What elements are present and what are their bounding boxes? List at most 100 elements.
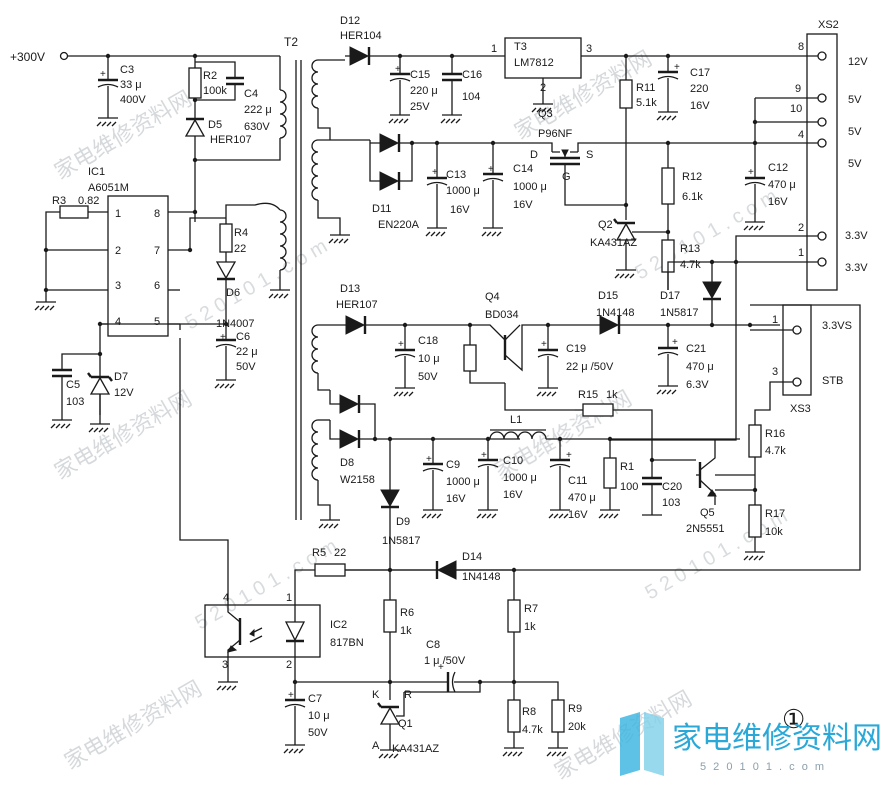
d9-ref: D9: [396, 516, 410, 528]
c17-voltage: 16V: [690, 100, 710, 112]
c11-voltage: 16V: [568, 509, 588, 521]
q1-r: R: [404, 689, 412, 701]
c19-ref: C19: [566, 343, 586, 355]
c17-value: 220: [690, 83, 708, 95]
aux-supply: R4 22 D6 1N4007 + C6 22 μ 50V: [214, 218, 258, 389]
c9-voltage: 16V: [446, 493, 466, 505]
xs2-pin-4: 4: [798, 129, 804, 141]
l1-symbol: [489, 431, 547, 440]
xs2-label-8: 12V: [848, 56, 868, 68]
ic2-pin4: 4: [223, 592, 229, 604]
r12-value: 6.1k: [682, 191, 703, 203]
r5-body: [314, 563, 346, 577]
ic2-part: 817BN: [330, 637, 364, 649]
r15-value: 1k: [606, 389, 618, 401]
c10-voltage: 16V: [503, 489, 523, 501]
q3-s: S: [586, 149, 593, 161]
r7-value: 1k: [524, 621, 536, 633]
c15-ref: C15: [410, 69, 430, 81]
c16-value: 104: [462, 91, 480, 103]
svg-text:+: +: [481, 450, 487, 461]
r8-ref: R8: [522, 706, 536, 718]
d17-ref: D17: [660, 290, 680, 302]
xs3-label-1: 3.3VS: [822, 320, 852, 332]
d11-ref: D11: [372, 203, 391, 215]
r12-body: [661, 167, 675, 205]
c18-value: 10 μ: [418, 353, 440, 365]
c4-value: 222 μ: [244, 104, 272, 116]
r2-ref: R2: [203, 70, 217, 82]
logo-url: 5 2 0 1 0 1 . c o m: [700, 761, 826, 773]
d7-part: 12V: [114, 387, 134, 399]
input-section: +300V + C3 33 μ 400V R2 100k C4 222 μ 63…: [10, 50, 281, 222]
c3-ref: C3: [120, 64, 134, 76]
r3-body: [59, 205, 89, 219]
l1-ref: L1: [510, 414, 522, 426]
q1-a: A: [372, 740, 380, 752]
svg-text:+: +: [398, 339, 404, 350]
svg-text:+: +: [395, 64, 401, 75]
ic1-part: A6051M: [88, 182, 129, 194]
r7-body: [507, 599, 521, 633]
c17-ref: C17: [690, 67, 710, 79]
d15-ref: D15: [598, 290, 618, 302]
c7-value: 10 μ: [308, 710, 330, 722]
d7-ref: D7: [114, 371, 128, 383]
c7-voltage: 50V: [308, 727, 328, 739]
d12-symbol: [349, 46, 370, 66]
q3-ref: Q3: [538, 108, 553, 120]
q5-ref: Q5: [700, 507, 715, 519]
q4-ref: Q4: [485, 291, 500, 303]
r17-value: 10k: [765, 526, 783, 538]
ic2-body: [204, 604, 321, 658]
q2-part: KA431AZ: [590, 237, 637, 249]
xs2-pin-1: 1: [798, 247, 804, 259]
r11-ref: R11: [636, 82, 655, 94]
r6-body: [383, 599, 397, 633]
c9-value: 1000 μ: [446, 476, 480, 488]
ic1-body: [107, 195, 169, 337]
q5-part: 2N5551: [686, 523, 725, 535]
xs2-label-1: 3.3V: [845, 262, 868, 274]
ic2-ref: IC2: [330, 619, 347, 631]
r15-body: [582, 403, 614, 417]
c13-value: 1000 μ: [446, 185, 480, 197]
d12-part: HER104: [340, 30, 382, 42]
d14-part: 1N4148: [462, 571, 501, 583]
xs2-ref: XS2: [818, 19, 839, 31]
r11-body: [619, 79, 633, 109]
ic1-a6051m: IC1 A6051M 1 2 3 4 8 7 6 5 R3 0.82 C5: [34, 166, 229, 598]
r2-value: 100k: [203, 85, 227, 97]
d11-symbol-b: [379, 171, 400, 191]
r5-ref: R5: [312, 547, 326, 559]
c3-value: 33 μ: [120, 79, 142, 91]
watermark-url: 5 2 0 1 0 1 . c o m: [642, 505, 792, 604]
ic1-pin4: 4: [115, 316, 121, 328]
d9-part: 1N5817: [382, 535, 421, 547]
d14-symbol: [436, 560, 457, 580]
svg-text:+: +: [220, 332, 226, 343]
c21-value: 470 μ: [686, 361, 714, 373]
r1-value: 100: [620, 481, 638, 493]
d17-symbol: [702, 281, 722, 300]
c14-ref: C14: [513, 163, 533, 175]
d8-part: W2158: [340, 474, 375, 486]
r8-value: 4.7k: [522, 724, 543, 736]
xs3-pin-1: 1: [772, 314, 778, 326]
xs2-pin-8: 8: [798, 41, 804, 53]
c8-ref: C8: [426, 639, 440, 651]
c12-ref: C12: [768, 162, 788, 174]
c13-ref: C13: [446, 169, 466, 181]
r11-value: 5.1k: [636, 97, 657, 109]
svg-text:+: +: [541, 339, 547, 350]
xs3-ref: XS3: [790, 403, 811, 415]
q4-bias-resistor: [463, 344, 477, 372]
ic2-pin2: 2: [286, 659, 292, 671]
c13-voltage: 16V: [450, 204, 470, 216]
c19-value: 22 μ /50V: [566, 361, 614, 373]
t3-part: LM7812: [514, 57, 554, 69]
r9-body: [551, 699, 565, 733]
r9-ref: R9: [568, 703, 582, 715]
